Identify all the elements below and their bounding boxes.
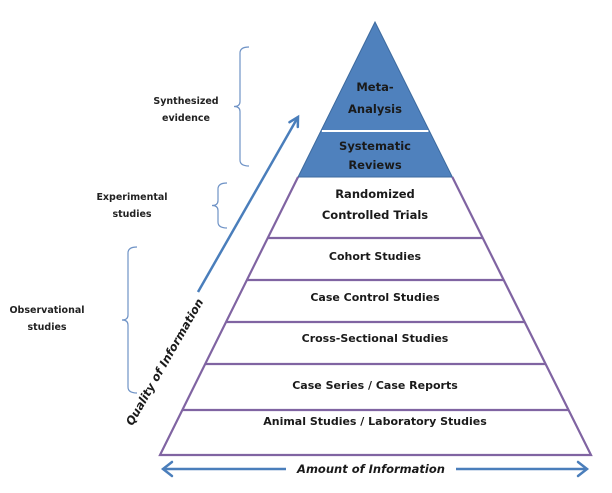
group-label: Experimental	[96, 192, 167, 203]
quality-arrow-head-icon	[288, 114, 300, 129]
group-bracket	[121, 246, 138, 394]
pyramid-level-label: Systematic	[339, 139, 411, 153]
pyramid-level-label: Meta-	[356, 80, 394, 94]
amount-axis-label: Amount of Information	[296, 462, 445, 476]
group-label: Synthesized	[153, 96, 218, 107]
pyramid-level-label: Reviews	[348, 158, 402, 172]
arrow-right-icon	[576, 460, 590, 478]
pyramid-outline	[158, 176, 593, 457]
pyramid-level-label: Cross-Sectional Studies	[302, 332, 449, 345]
highlighted-apex-region	[297, 20, 454, 178]
pyramid-level-label: Case Series / Case Reports	[292, 379, 458, 392]
group-bracket	[233, 46, 250, 167]
group-label: Observational	[9, 305, 84, 316]
pyramid-level-label: Animal Studies / Laboratory Studies	[263, 415, 487, 428]
group-label: studies	[27, 322, 66, 333]
pyramid-level-label: Case Control Studies	[310, 291, 440, 304]
pyramid-level-label: Randomized	[335, 187, 415, 201]
pyramid-level-label: Controlled Trials	[322, 208, 428, 222]
pyramid-level-label: Analysis	[348, 102, 402, 116]
quality-axis-label: Quality of Information	[123, 296, 207, 428]
quality-arrow-shaft	[196, 116, 300, 293]
group-bracket	[211, 182, 228, 229]
pyramid-level-label: Cohort Studies	[329, 250, 422, 263]
group-label: studies	[112, 209, 151, 220]
arrow-left-icon	[160, 460, 174, 478]
group-label: evidence	[162, 113, 210, 124]
